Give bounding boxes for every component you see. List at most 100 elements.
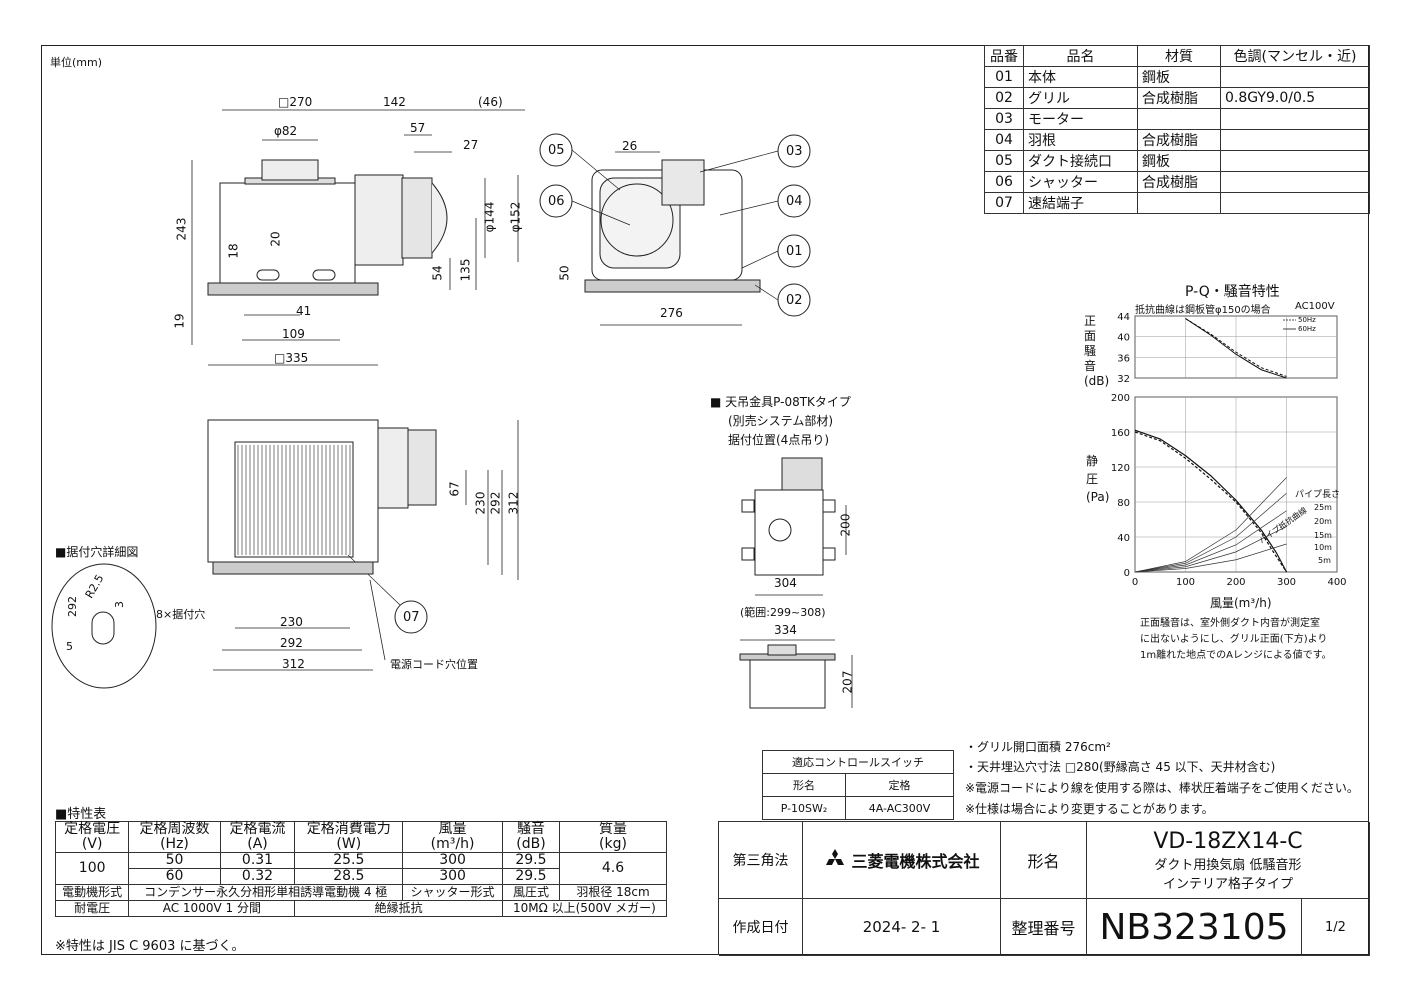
legend-60hz: 60Hz (1298, 325, 1316, 333)
shutter-curve (431, 182, 448, 254)
note: ・天井埋込穴寸法 □280(野縁高さ 45 以下、天井材含む) (965, 760, 1276, 774)
spec-header-unit: (Hz) (160, 836, 189, 852)
control-title: 適応コントロールスイッチ (762, 750, 954, 774)
chart-title: P-Q・騒音特性 (1185, 284, 1280, 300)
leader (754, 284, 779, 301)
leader (699, 150, 779, 173)
dim-label: 292 (280, 636, 303, 650)
spec-header-name: 定格電圧 (64, 821, 121, 837)
spec-header: 定格電圧(V) (54, 821, 130, 853)
hanger-title: ■ 天吊金具P-08TKタイプ (710, 395, 851, 409)
parts-header: 色調(マンセル・近) (1220, 45, 1370, 67)
callout-circle (394, 600, 428, 634)
model-name: VD-18ZX14-C (1153, 828, 1303, 854)
bottom-duct-end (407, 429, 437, 506)
x-tick-label: 400 (1327, 577, 1346, 588)
slot-hole (256, 269, 280, 281)
projection-label: 第三角法 (719, 822, 803, 899)
spec-blade-cell: 羽根径 18cm (559, 884, 667, 901)
spec-note: ※特性は JIS C 9603 に基づく。 (55, 939, 245, 954)
part-no: 03 (984, 108, 1024, 130)
dim-label: 292 (488, 491, 503, 515)
spec-header: 定格電流(A) (219, 821, 296, 853)
model-cell: VD-18ZX14-C ダクト用換気扇 低騒音形 インテリア格子タイプ (1087, 822, 1370, 899)
chart-footnote: 1m離れた地点でのAレンジによる値です。 (1140, 650, 1332, 661)
louvers (237, 445, 351, 555)
hanger-bracket (741, 499, 755, 513)
dim-label: 41 (296, 304, 312, 318)
dim-label: φ82 (274, 124, 298, 138)
model-label: 形名 (1001, 822, 1087, 899)
dim-label: 8×据付穴 (156, 608, 206, 621)
dim-label: 304 (774, 576, 797, 590)
spec-cell: 29.5 (501, 868, 561, 885)
part-material: 鋼板 (1137, 150, 1221, 172)
noise-tick-label: 36 (1117, 353, 1130, 364)
pressure-tick-label: 40 (1117, 533, 1130, 544)
spec-header-name: 風量 (438, 821, 467, 837)
pipe-length: 10m (1314, 543, 1332, 552)
spec-cell: 300 (402, 852, 503, 869)
number-value: NB323105 (1087, 899, 1302, 956)
dim-label: 54 (430, 265, 445, 281)
spec-header-unit: (W) (336, 836, 362, 852)
dim-label: 142 (383, 95, 406, 109)
pressure-series-50Hz (1134, 431, 1288, 573)
part-material: 鋼板 (1137, 66, 1221, 88)
part-no: 07 (984, 192, 1024, 214)
drawing-frame (41, 45, 1369, 955)
spec-header-unit: (m³/h) (430, 836, 475, 852)
spec-value: コンデンサー永久分相形単相誘導電動機 4 極 (128, 884, 404, 901)
spec-header: 質量(kg) (559, 821, 667, 853)
callout-label: 07 (403, 610, 420, 625)
part-color (1220, 192, 1370, 214)
dim-label: (範囲:299~308) (740, 606, 826, 619)
dim-label: 200 (838, 513, 853, 537)
dim-label: 57 (410, 121, 426, 135)
dim-label: 67 (447, 481, 462, 497)
leader (741, 250, 779, 269)
dim-line (369, 579, 386, 661)
dim-label: 19 (172, 313, 187, 329)
callout-label: 04 (786, 194, 803, 209)
leader (571, 149, 621, 191)
table-row: 耐電圧 AC 1000V 1 分間 絶縁抵抗 10MΩ 以上(500V メガー) (54, 900, 668, 917)
spec-label: シャッター形式 (402, 884, 503, 901)
dim-label: 243 (174, 217, 189, 241)
hanger-sub: 据付位置(4点吊り) (728, 433, 829, 447)
dim-label: 334 (774, 623, 797, 637)
pipe-length: 25m (1314, 503, 1332, 512)
hanger-duct (781, 457, 823, 491)
dim-label: 27 (463, 138, 479, 152)
bottom-view (207, 419, 519, 671)
number-label: 整理番号 (1001, 899, 1087, 956)
side-duct-base (354, 174, 404, 266)
spec-value: 10MΩ 以上(500V メガー) (501, 900, 668, 917)
pipe-length: 20m (1314, 517, 1332, 526)
legend-50hz: 50Hz (1298, 316, 1316, 324)
dim-label: φ144 (482, 201, 497, 233)
note: ・グリル開口面積 276cm² (965, 740, 1111, 754)
dim-label: (46) (478, 95, 503, 109)
hanger-body (754, 489, 824, 576)
noise-series-60Hz (1185, 318, 1287, 379)
motor (661, 159, 705, 206)
chart-footnote: に出ないようにし、グリル正面(下方)より (1140, 634, 1328, 645)
spec-header: 定格周波数(Hz) (128, 821, 221, 853)
chart-note: 抵抗曲線は鋼板管φ150の場合 (1135, 305, 1271, 316)
detail-dim: 292 (66, 596, 79, 617)
grille (207, 282, 379, 296)
callout-label: 01 (786, 244, 803, 259)
company-cell: 三菱電機株式会社 (803, 822, 1001, 899)
hanger-sub: (別売システム部材) (728, 414, 834, 428)
date-value: 2024- 2- 1 (803, 899, 1001, 956)
control-model: P-10SW₂ (761, 796, 847, 820)
pipe-curve-20m (1134, 492, 1287, 573)
spec-label: 耐電圧 (54, 900, 130, 917)
